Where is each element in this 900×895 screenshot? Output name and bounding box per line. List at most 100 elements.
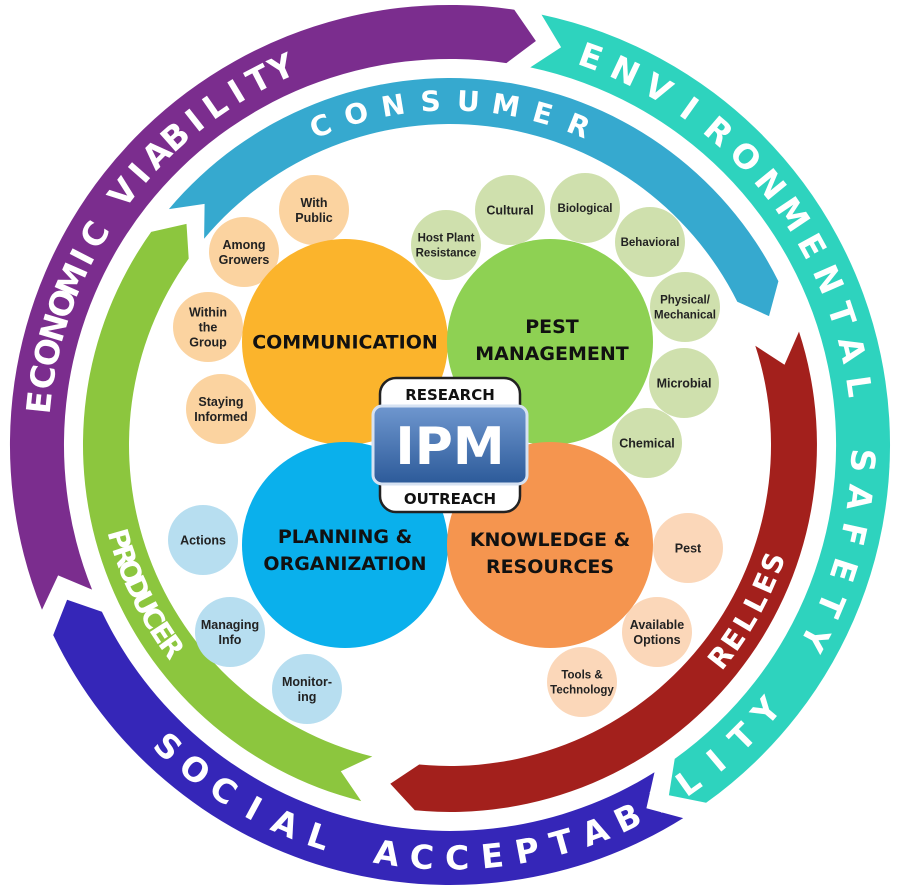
pest-title: PEST MANAGEMENT <box>475 316 629 365</box>
communication-item-circle <box>186 374 256 444</box>
planning-item-label-line: Managing <box>201 618 259 632</box>
pest-title-line: PEST <box>525 316 579 338</box>
knowledge-item-label-line: Available <box>630 618 684 632</box>
outer-ring-segment <box>530 14 891 803</box>
pest-title-line: MANAGEMENT <box>475 343 629 365</box>
knowledge-item-circle <box>653 513 723 583</box>
communication-item-label-line: Public <box>295 211 333 225</box>
planning-item-bubble: Monitor-ing <box>272 654 342 724</box>
inner-ring-label-char: S <box>420 84 443 118</box>
ipm-center-badge: RESEARCH IPM OUTREACH <box>371 376 529 514</box>
pest-item-bubble: Microbial <box>649 348 719 418</box>
knowledge-item-label-line: Technology <box>550 685 614 697</box>
knowledge-item-bubble: Tools & Technology <box>547 647 617 717</box>
pest-item-label-line: Physical/ <box>660 295 711 307</box>
pest-item-bubble: Biological <box>550 173 620 243</box>
planning-item-label: Actions <box>180 533 226 547</box>
planning-item-circle <box>195 597 265 667</box>
pest-item-label: Chemical <box>619 436 675 450</box>
knowledge-item-circle <box>622 597 692 667</box>
outer-ring-segment <box>9 4 536 610</box>
planning-title-line: PLANNING & <box>278 526 412 548</box>
inner-ring-label-char: N <box>379 87 408 124</box>
communication-item-label-line: Among <box>222 238 265 252</box>
knowledge-title-line: RESOURCES <box>486 556 614 578</box>
research-label: RESEARCH <box>405 386 495 404</box>
planning-title-line: ORGANIZATION <box>263 553 426 575</box>
communication-item-circle <box>173 292 243 362</box>
pest-item-label-line: Host Plant <box>418 233 475 245</box>
knowledge-title-line: KNOWLEDGE & <box>470 529 630 551</box>
planning-item-label-line: Info <box>219 633 242 647</box>
pest-item-label-line: Behavioral <box>621 237 680 249</box>
knowledge-item-label-line: Options <box>633 633 680 647</box>
pest-item-label-line: Resistance <box>416 248 477 260</box>
pest-item-label-line: Cultural <box>486 203 533 217</box>
pest-item-label: Physical/Mechanical <box>654 295 716 322</box>
pest-item-bubble: Cultural <box>475 175 545 245</box>
pest-item-circle <box>650 272 720 342</box>
pest-item-label: Behavioral <box>621 237 680 249</box>
inner-ring-segment <box>390 331 817 812</box>
knowledge-item-label: Pest <box>675 541 702 555</box>
pest-item-bubble: Chemical <box>612 408 682 478</box>
pest-item-label-line: Microbial <box>657 376 712 390</box>
inner-ring-label-char: U <box>456 84 481 118</box>
planning-item-label-line: ing <box>298 690 317 704</box>
knowledge-item-circle <box>547 647 617 717</box>
outer-ring-label-char: A <box>371 832 403 875</box>
outer-ring-label-char: C <box>445 838 471 877</box>
outer-ring-label-char: E <box>19 388 60 415</box>
inner-ring-segment <box>168 78 779 317</box>
knowledge-item-bubble: Pest <box>653 513 723 583</box>
communication-title: COMMUNICATION <box>252 332 438 354</box>
ipm-badge-box <box>371 404 529 486</box>
pest-item-label: Biological <box>558 203 613 215</box>
knowledge-title: KNOWLEDGE & RESOURCES <box>470 529 630 578</box>
communication-item-label-line: the <box>199 320 218 334</box>
communication-item-label-line: Informed <box>194 410 247 424</box>
planning-item-circle <box>168 505 238 575</box>
pest-item-circle <box>550 173 620 243</box>
pest-item-circle <box>649 348 719 418</box>
pest-item-label: Microbial <box>657 376 712 390</box>
outer-ring-label-char: S <box>843 448 883 474</box>
outer-ring-label-char: L <box>838 373 880 400</box>
pest-item-label-line: Biological <box>558 203 613 215</box>
pest-item-circle <box>475 175 545 245</box>
pest-item-label: Cultural <box>486 203 533 217</box>
communication-item-label-line: Group <box>189 335 227 349</box>
communication-item-label-line: Growers <box>219 253 270 267</box>
pest-item-label-line: Chemical <box>619 436 675 450</box>
pest-item-circle <box>411 210 481 280</box>
knowledge-item-label-line: Tools & <box>561 670 602 682</box>
outer-ring-segment <box>53 599 684 885</box>
ipm-title: IPM <box>395 417 504 477</box>
pest-item-label-line: Mechanical <box>654 310 716 322</box>
knowledge-item-label: Tools & Technology <box>550 670 614 697</box>
outreach-label: OUTREACH <box>404 490 496 508</box>
pest-item-circle <box>615 207 685 277</box>
planning-item-label-line: Monitor- <box>282 675 332 689</box>
communication-item-label-line: With <box>301 196 328 210</box>
communication-item-label-line: Staying <box>198 395 243 409</box>
planning-item-label: Monitor-ing <box>282 675 332 704</box>
communication-item-circle <box>279 175 349 245</box>
